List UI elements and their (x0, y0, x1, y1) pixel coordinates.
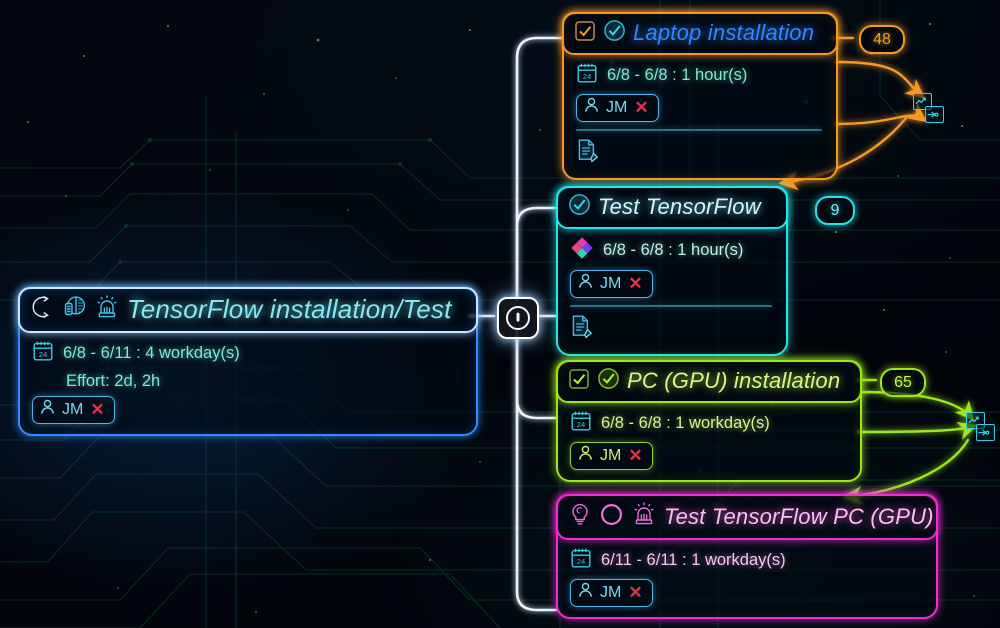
card-title-pc-gpu-installation: PC (GPU) installation (627, 368, 841, 393)
card-title-laptop-installation: Laptop installation (633, 20, 815, 45)
person-icon (584, 97, 599, 118)
root-effort-text: Effort: 2d, 2h (66, 372, 161, 390)
circle-empty-icon[interactable] (599, 502, 624, 532)
root-schedule-text: 6/8 - 6/11 : 4 workday(s) (63, 344, 240, 362)
svg-text:24: 24 (577, 557, 585, 566)
circle-check-icon[interactable] (603, 19, 626, 47)
beacon-lamp-icon (94, 294, 120, 325)
circle-check-icon[interactable] (568, 193, 591, 221)
circle-check-icon[interactable] (597, 367, 620, 395)
card-body-laptop-installation: 24 6/8 - 6/8 : 1 hour(s) JM ✕ (564, 53, 836, 178)
svg-text:24: 24 (583, 72, 591, 81)
assignee-initials-pc-gpu-installation: JM (600, 446, 622, 464)
card-header-test-tensorflow-pc-gpu[interactable]: Test TensorFlow PC (GPU) (556, 494, 938, 540)
remove-assignee-icon[interactable]: ✕ (628, 446, 643, 465)
checkbox-checked-icon[interactable] (568, 368, 590, 395)
calendar-24-icon: 24 (570, 410, 592, 437)
remove-assignee-icon[interactable]: ✕ (628, 583, 643, 602)
lightbulb-icon (568, 502, 592, 532)
beacon-lamp-icon (631, 501, 657, 532)
card-divider-laptop-installation (576, 129, 822, 131)
schedule-text-test-tensorflow: 6/8 - 6/8 : 1 hour(s) (603, 241, 744, 259)
power-node-icon[interactable] (497, 297, 539, 339)
link-marker-icon[interactable] (913, 93, 932, 110)
remove-assignee-icon[interactable]: ✕ (634, 98, 649, 117)
card-title-test-tensorflow-pc-gpu: Test TensorFlow PC (GPU) (664, 503, 934, 529)
root-card-title: TensorFlow installation/Test (127, 294, 452, 324)
schedule-text-pc-gpu-installation: 6/8 - 6/8 : 1 workday(s) (601, 414, 770, 432)
assignee-chip-laptop-installation[interactable]: JM ✕ (576, 94, 659, 122)
assignee-chip-test-tensorflow-pc-gpu[interactable]: JM ✕ (570, 579, 653, 607)
inspect-magnifier-icon (61, 294, 87, 325)
root-card-body: 24 6/8 - 6/11 : 4 workday(s) Effort: 2d,… (20, 331, 476, 434)
link-marker-icon[interactable] (925, 106, 944, 123)
hub-stem (516, 312, 520, 322)
cycle-arrow-icon (30, 294, 54, 325)
card-body-test-tensorflow: 6/8 - 6/8 : 1 hour(s) JM ✕ (558, 227, 786, 354)
card-body-test-tensorflow-pc-gpu: 24 6/11 - 6/11 : 1 workday(s) JM ✕ (558, 538, 936, 617)
card-body-pc-gpu-installation: 24 6/8 - 6/8 : 1 workday(s) JM ✕ (558, 401, 860, 480)
root-assignee-chip[interactable]: JM ✕ (32, 396, 115, 424)
root-card-header[interactable]: TensorFlow installation/Test (18, 287, 478, 333)
link-marker-icon[interactable] (976, 424, 995, 441)
schedule-row-test-tensorflow-pc-gpu[interactable]: 24 6/11 - 6/11 : 1 workday(s) (570, 547, 924, 574)
assignee-chip-pc-gpu-installation[interactable]: JM ✕ (570, 442, 653, 470)
card-divider-test-tensorflow (570, 305, 772, 307)
remove-assignee-icon[interactable]: ✕ (90, 400, 105, 419)
assignee-initials-test-tensorflow-pc-gpu: JM (600, 583, 622, 601)
person-icon (578, 445, 593, 466)
relation-badge-48[interactable]: 48 (859, 25, 905, 54)
schedule-text-laptop-installation: 6/8 - 6/8 : 1 hour(s) (607, 66, 748, 84)
schedule-row-pc-gpu-installation[interactable]: 24 6/8 - 6/8 : 1 workday(s) (570, 410, 848, 437)
svg-text:24: 24 (39, 350, 47, 359)
task-card-test-tensorflow-pc-gpu[interactable]: Test TensorFlow PC (GPU) 24 6/11 - 6/11 … (556, 494, 938, 619)
card-title-test-tensorflow: Test TensorFlow (598, 194, 761, 219)
relation-badge-65[interactable]: 65 (880, 368, 926, 397)
root-task-card[interactable]: TensorFlow installation/Test 24 6/8 - 6/… (18, 287, 478, 436)
document-edit-icon[interactable] (570, 315, 594, 343)
assignee-chip-test-tensorflow[interactable]: JM ✕ (570, 270, 653, 298)
task-card-test-tensorflow[interactable]: Test TensorFlow 6/8 - 6/8 : 1 hour(s) (556, 186, 788, 356)
card-header-test-tensorflow[interactable]: Test TensorFlow (556, 186, 788, 229)
person-icon (578, 582, 593, 603)
document-edit-icon[interactable] (576, 139, 600, 167)
assignee-initials-laptop-installation: JM (606, 98, 628, 116)
svg-text:24: 24 (577, 420, 585, 429)
hub-ring (506, 306, 530, 330)
schedule-row-test-tensorflow[interactable]: 6/8 - 6/8 : 1 hour(s) (570, 236, 774, 265)
assignee-initials-test-tensorflow: JM (600, 274, 622, 292)
calendar-24-icon: 24 (32, 340, 54, 367)
card-header-laptop-installation[interactable]: Laptop installation (562, 12, 838, 55)
calendar-24-icon: 24 (576, 62, 598, 89)
schedule-row-laptop-installation[interactable]: 24 6/8 - 6/8 : 1 hour(s) (576, 62, 824, 89)
schedule-text-test-tensorflow-pc-gpu: 6/11 - 6/11 : 1 workday(s) (601, 551, 786, 569)
relation-badge-9[interactable]: 9 (815, 196, 855, 225)
checkbox-checked-icon[interactable] (574, 20, 596, 47)
task-card-pc-gpu-installation[interactable]: PC (GPU) installation 24 6/8 - 6/8 : 1 w… (556, 360, 862, 482)
task-card-laptop-installation[interactable]: Laptop installation 24 6/8 - 6/8 : 1 hou… (562, 12, 838, 180)
calendar-24-icon: 24 (570, 547, 592, 574)
person-icon (578, 273, 593, 294)
root-schedule-row[interactable]: 24 6/8 - 6/11 : 4 workday(s) (32, 340, 464, 367)
person-icon (40, 399, 55, 420)
card-header-pc-gpu-installation[interactable]: PC (GPU) installation (556, 360, 862, 403)
root-assignee-initials: JM (62, 400, 84, 418)
milestone-diamond-icon (570, 236, 594, 265)
remove-assignee-icon[interactable]: ✕ (628, 274, 643, 293)
